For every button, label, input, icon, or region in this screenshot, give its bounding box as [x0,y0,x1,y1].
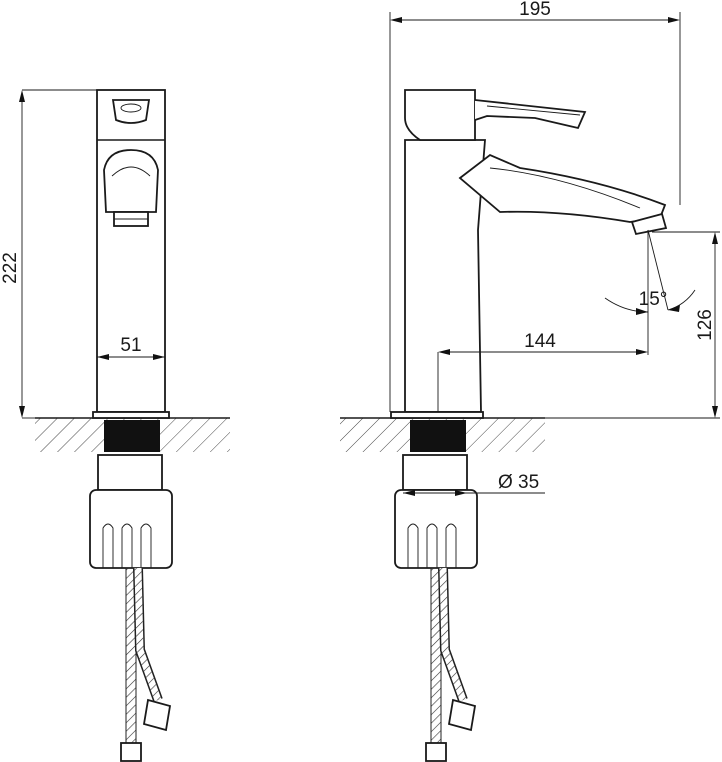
base-ring-side [390,411,484,419]
dimension-overall-length: 195 [519,0,551,20]
dimension-spout-reach: 144 [524,331,556,352]
mounting-nut-front [89,489,173,569]
hose-nut [120,742,142,762]
mounting-hole-left [104,420,160,452]
dimension-overall-height: 222 [0,252,21,284]
dimension-body-width: 51 [120,335,141,356]
spout-front [103,149,159,213]
dimension-spout-height: 126 [695,309,716,341]
base-ring-front [92,411,170,419]
lever-handle-side [404,89,476,141]
dimension-base-diameter: Ø 35 [498,472,539,493]
side-view: 195 126 15° 144 Ø 35 [340,0,720,762]
lever-side [474,99,587,130]
dimension-spout-angle: 15° [639,289,668,310]
aerator-side [630,212,668,236]
front-view: 222 51 [0,89,230,762]
mounting-nut-side [394,489,478,569]
mounting-hole-right [410,420,466,452]
lever-handle-front [111,99,151,124]
faucet-body-front [96,89,166,413]
spout-side [458,153,667,223]
hose-nut [142,698,172,732]
